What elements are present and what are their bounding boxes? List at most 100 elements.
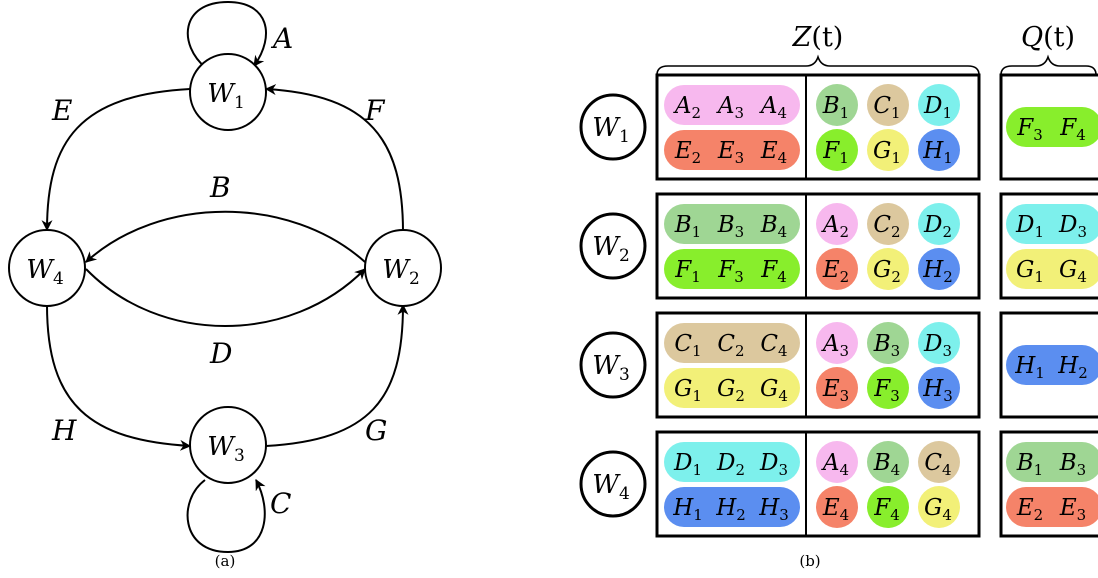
task-label: E2 xyxy=(1016,495,1043,524)
graph-edge-labels: A B C D E F G H xyxy=(51,22,387,520)
queue-pill xyxy=(1006,107,1098,147)
q-cell-box xyxy=(999,73,1098,181)
worker-circle xyxy=(579,212,647,280)
assigned-pill xyxy=(664,130,800,170)
task-label: H1 xyxy=(922,138,953,167)
edge-label-B: B xyxy=(209,171,231,204)
task-circle xyxy=(867,84,909,126)
edge-B xyxy=(85,210,366,263)
task-label: A3 xyxy=(716,93,744,122)
edge-A xyxy=(186,0,267,69)
task-label: C1 xyxy=(674,331,701,360)
task-label: E4 xyxy=(822,495,849,524)
task-label: D2 xyxy=(716,450,745,479)
node-label-W2: W2 xyxy=(382,255,420,289)
task-circle xyxy=(816,129,858,171)
task-label: F4 xyxy=(760,257,787,286)
task-circle xyxy=(918,84,960,126)
task-label: G1 xyxy=(674,376,702,405)
q-header-label: Q(t) xyxy=(1021,22,1075,53)
queue-pill xyxy=(1006,345,1098,385)
worker-label: W3 xyxy=(592,351,630,385)
q-cell-box xyxy=(999,311,1098,419)
task-label: D1 xyxy=(1015,212,1044,241)
task-circle xyxy=(816,203,858,245)
assigned-pill xyxy=(664,249,800,289)
task-label: H2 xyxy=(715,495,746,524)
task-label: A4 xyxy=(759,93,787,122)
task-label: C4 xyxy=(760,331,787,360)
task-circle xyxy=(816,322,858,364)
task-label: H1 xyxy=(672,495,703,524)
task-label: C1 xyxy=(873,93,900,122)
z-cell-box xyxy=(655,192,981,300)
task-circle xyxy=(867,248,909,290)
task-label: D3 xyxy=(759,450,788,479)
edge-D xyxy=(85,268,366,327)
node-label-W3: W3 xyxy=(207,432,245,466)
task-label: H2 xyxy=(922,257,953,286)
worker-label: W4 xyxy=(592,470,630,504)
task-label: B3 xyxy=(717,212,744,241)
task-label: F3 xyxy=(717,257,744,286)
task-label: A2 xyxy=(821,212,849,241)
worker-label: W1 xyxy=(592,113,630,147)
assigned-pill xyxy=(664,487,800,527)
edge-F xyxy=(264,84,404,233)
node-label-W1: W1 xyxy=(207,79,245,113)
task-circle xyxy=(918,203,960,245)
task-label: C2 xyxy=(717,331,744,360)
task-label: B4 xyxy=(760,212,787,241)
worker-label: W2 xyxy=(592,232,630,266)
task-circle xyxy=(867,322,909,364)
edge-label-A: A xyxy=(270,22,293,55)
task-label: B3 xyxy=(1059,450,1086,479)
task-label: E2 xyxy=(674,138,701,167)
task-circle xyxy=(918,129,960,171)
task-label: C4 xyxy=(924,450,951,479)
z-cell-box xyxy=(655,430,981,538)
edge-label-E: E xyxy=(51,94,72,127)
task-label: D2 xyxy=(923,212,952,241)
queue-pill xyxy=(1006,249,1098,289)
task-label: B1 xyxy=(674,212,701,241)
q-cell-box xyxy=(999,430,1098,538)
node-W1 xyxy=(189,53,267,131)
assigned-pill xyxy=(664,442,800,482)
node-W3 xyxy=(189,406,267,484)
node-W2 xyxy=(364,229,442,307)
edge-C xyxy=(186,479,266,554)
node-W4 xyxy=(8,229,86,307)
task-circle xyxy=(816,248,858,290)
assigned-pill xyxy=(664,204,800,244)
task-label: E2 xyxy=(822,257,849,286)
edge-label-G: G xyxy=(365,414,387,447)
queue-pill xyxy=(1006,442,1098,482)
worker-circle xyxy=(579,93,647,161)
task-circle xyxy=(918,441,960,483)
assigned-pill xyxy=(664,85,800,125)
task-label: D1 xyxy=(923,93,952,122)
task-label: E4 xyxy=(760,138,787,167)
edge-G xyxy=(265,303,409,447)
task-label: F3 xyxy=(1016,115,1043,144)
task-label: A4 xyxy=(821,450,849,479)
task-label: A3 xyxy=(821,331,849,360)
task-label: H2 xyxy=(1057,353,1088,382)
task-label: F3 xyxy=(873,376,900,405)
task-label: G4 xyxy=(760,376,788,405)
queue-pill xyxy=(1006,204,1098,244)
task-label: F4 xyxy=(1059,115,1086,144)
assigned-pill xyxy=(664,368,800,408)
edge-label-C: C xyxy=(270,487,291,520)
z-header-label: Z(t) xyxy=(792,22,844,53)
task-label: F1 xyxy=(822,138,849,167)
task-label: D3 xyxy=(923,331,952,360)
task-circle xyxy=(816,84,858,126)
task-label: H3 xyxy=(758,495,789,524)
